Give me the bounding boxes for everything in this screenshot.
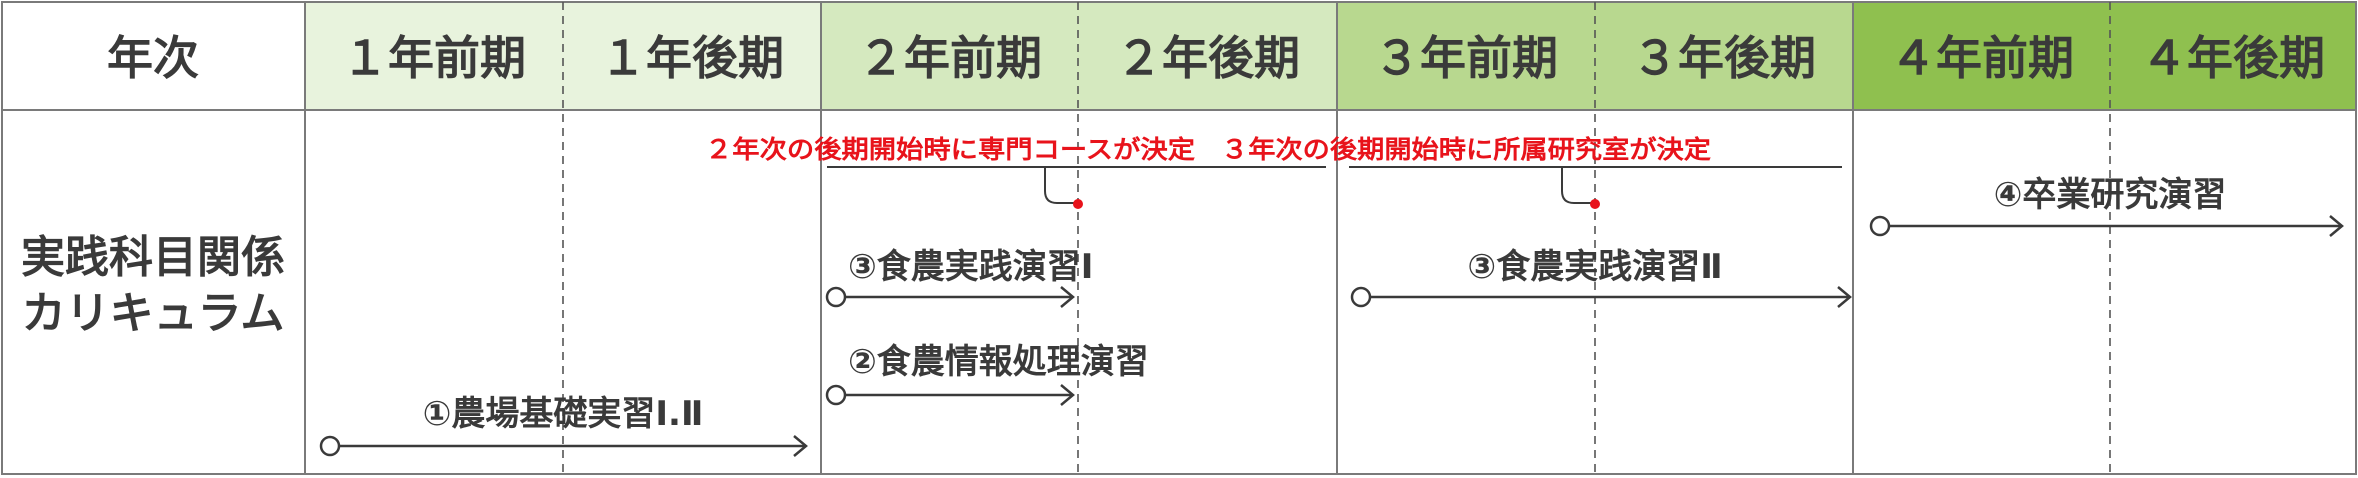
note-connector-1 (1044, 167, 1078, 204)
course-start-circle (825, 286, 847, 308)
header-cell-bg-3 (821, 2, 1078, 110)
header-term-7: ４年前期 (1890, 31, 2074, 85)
side-label-line-1: 実践科目関係 (21, 232, 285, 283)
course-farm-practice: ①農場基礎実習Ⅰ.Ⅱ (319, 394, 808, 457)
course-label: ①農場基礎実習Ⅰ.Ⅱ (423, 394, 704, 434)
header-term-6: ３年後期 (1632, 31, 1816, 85)
course-start-circle (319, 435, 341, 457)
course-arrow-head (1060, 286, 1075, 308)
course-start-circle (825, 384, 847, 406)
header-cell-bg-1 (305, 2, 563, 110)
course-arrow-head (1060, 384, 1075, 406)
header-cell-bg-7 (1853, 2, 2110, 110)
course-arrow-head (2329, 215, 2344, 237)
header-term-8: ４年後期 (2141, 31, 2325, 85)
course-label: ②食農情報処理演習 (848, 342, 1149, 382)
header-term-3: ２年前期 (858, 31, 1042, 85)
header-cell-bg-8 (2110, 2, 2356, 110)
header-term-5: ３年前期 (1374, 31, 1558, 85)
semester-dividers (562, 2, 2111, 474)
header-cell-bg-5 (1337, 2, 1595, 110)
course-arrow-head (1837, 286, 1852, 308)
course-label: ③食農実践演習Ⅱ (1467, 247, 1722, 287)
course-label: ③食農実践演習Ⅰ (848, 247, 1093, 287)
course-practice-1: ③食農実践演習Ⅰ (825, 247, 1093, 308)
header-corner-bg (2, 2, 305, 110)
note-course-decision: ２年次の後期開始時に専門コースが決定 (705, 135, 1195, 164)
header-term-4: ２年後期 (1116, 31, 1300, 85)
header-term-2: １年後期 (600, 31, 784, 85)
note-connector-2 (1561, 167, 1595, 204)
header-cell-bg-4 (1078, 2, 1337, 110)
note-marker-dot-1 (1073, 199, 1083, 209)
course-practice-2: ③食農実践演習Ⅱ (1350, 247, 1852, 308)
header-term-1: １年前期 (342, 31, 526, 85)
header-cell-bg-2 (563, 2, 821, 110)
course-graduation-research: ④卒業研究演習 (1869, 175, 2344, 237)
course-start-circle (1869, 215, 1891, 237)
course-label: ④卒業研究演習 (1994, 175, 2227, 215)
header-cell-bg-6 (1595, 2, 1853, 110)
note-marker-dot-2 (1590, 199, 1600, 209)
header-corner-label: 年次 (107, 31, 199, 85)
note-lab-decision: ３年次の後期開始時に所属研究室が決定 (1221, 135, 1711, 164)
course-arrow-head (793, 435, 808, 457)
course-start-circle (1350, 286, 1372, 308)
side-label-line-2: カリキュラム (22, 288, 285, 339)
course-info-processing: ②食農情報処理演習 (825, 342, 1149, 406)
